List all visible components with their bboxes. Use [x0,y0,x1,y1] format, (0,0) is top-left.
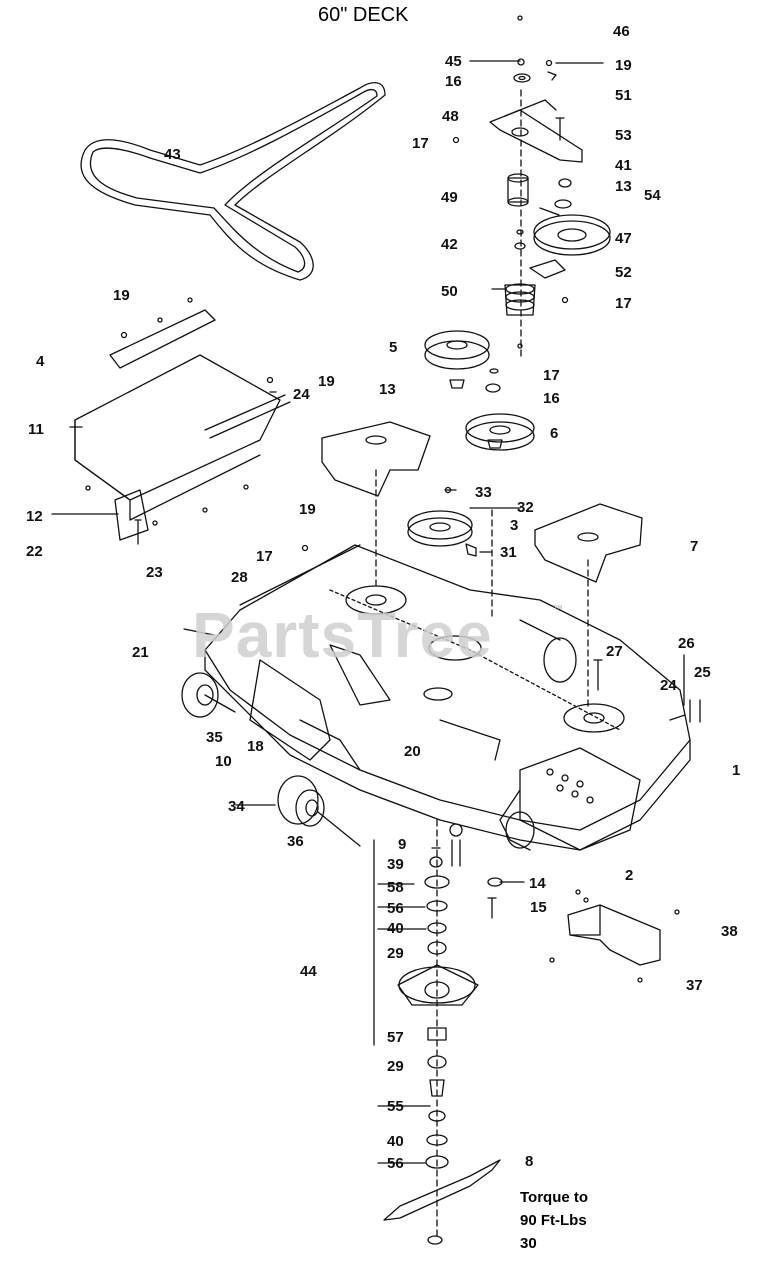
callout-57: 57 [387,1029,404,1046]
watermark: PartsTree [192,599,493,671]
callout-21: 21 [132,644,149,661]
callout-13: 13 [615,178,632,195]
torque-line-1: Torque to [520,1189,589,1206]
callout-6: 6 [550,425,558,442]
callout-58: 58 [387,879,404,896]
callout-42: 42 [441,236,458,253]
callout-31: 31 [500,544,517,561]
callout-20: 20 [404,743,421,760]
deck-shield-parts [321,421,643,711]
callout-56: 56 [387,1155,404,1172]
callout-25: 25 [694,664,711,681]
callout-24: 24 [660,677,677,694]
callout-14: 14 [529,875,546,892]
callout-40: 40 [387,1133,404,1150]
callout-10: 10 [215,753,232,770]
callout-40: 40 [387,920,404,937]
callout-36: 36 [287,833,304,850]
callout-2: 2 [625,867,633,884]
callout-5: 5 [389,339,397,356]
diagram-title: 60" DECK [318,4,409,26]
callout-16: 16 [445,73,462,90]
blade-part [383,1159,501,1221]
callout-12: 12 [26,508,43,525]
callout-13: 13 [379,381,396,398]
callout-44: 44 [300,963,317,980]
callout-45: 45 [445,53,462,70]
callout-33: 33 [475,484,492,501]
rear-bracket-part [74,297,291,545]
pulley-parts [407,330,535,557]
callout-48: 48 [442,108,459,125]
torque-line-3: 30 [520,1235,537,1252]
callout-16: 16 [543,390,560,407]
callout-1: 1 [732,762,740,779]
callout-8: 8 [525,1153,533,1170]
hanger-bracket-part [487,877,680,983]
callout-52: 52 [615,264,632,281]
callout-23: 23 [146,564,163,581]
callout-17: 17 [412,135,429,152]
watermark-trademark: ™ [553,604,563,615]
callout-3: 3 [510,517,518,534]
callout-47: 47 [615,230,632,247]
callout-28: 28 [231,569,248,586]
callout-39: 39 [387,856,404,873]
spindle-assembly [373,819,479,1245]
callout-27: 27 [606,643,623,660]
callout-55: 55 [387,1098,404,1115]
callout-49: 49 [441,189,458,206]
callout-4: 4 [36,353,45,370]
callout-46: 46 [613,23,630,40]
callout-19: 19 [113,287,130,304]
belt-part [80,82,386,281]
callout-38: 38 [721,923,738,940]
callout-17: 17 [543,367,560,384]
callout-26: 26 [678,635,695,652]
callout-19: 19 [299,501,316,518]
callout-34: 34 [228,798,245,815]
callout-7: 7 [690,538,698,555]
callout-35: 35 [206,729,223,746]
callout-43: 43 [164,146,181,163]
torque-line-2: 90 Ft-Lbs [520,1212,587,1229]
callout-labels: 46 45 19 16 51 48 53 17 41 13 54 49 47 4… [26,23,740,1172]
mower-deck-housing [204,544,701,851]
callout-17: 17 [615,295,632,312]
idler-bracket-assembly [452,15,611,361]
callout-51: 51 [615,87,632,104]
gauge-wheel-parts [181,628,361,847]
callout-15: 15 [530,899,547,916]
callout-9: 9 [398,836,406,853]
callout-56: 56 [387,900,404,917]
callout-53: 53 [615,127,632,144]
callout-32: 32 [517,499,534,516]
callout-29: 29 [387,1058,404,1075]
callout-11: 11 [28,421,44,438]
callout-18: 18 [247,738,264,755]
callout-29: 29 [387,945,404,962]
callout-22: 22 [26,543,43,560]
callout-54: 54 [644,187,661,204]
leader-lines [51,60,686,1164]
callout-17: 17 [256,548,273,565]
callout-19: 19 [615,57,632,74]
callout-19: 19 [318,373,335,390]
callout-41: 41 [615,157,632,174]
callout-37: 37 [686,977,703,994]
callout-50: 50 [441,283,458,300]
torque-note: Torque to 90 Ft-Lbs 30 [520,1186,588,1255]
callout-24: 24 [293,386,310,403]
